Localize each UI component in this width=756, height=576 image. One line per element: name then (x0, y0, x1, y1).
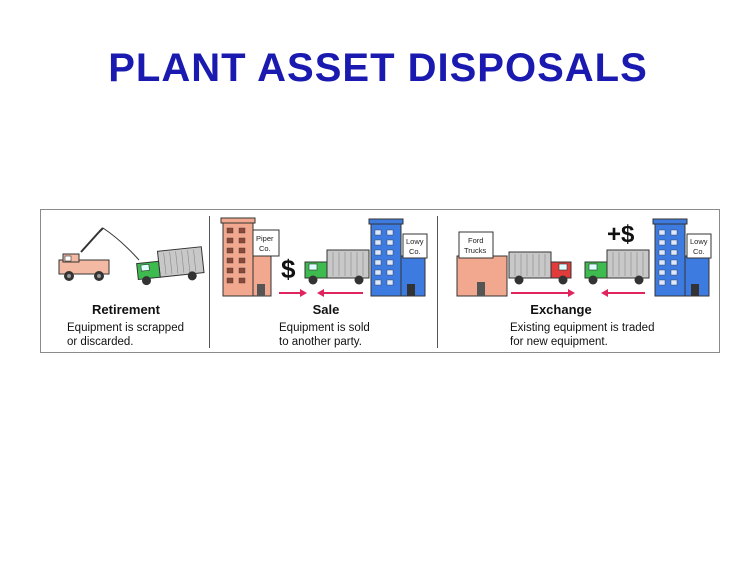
tow-truck-icon (59, 228, 139, 281)
exchange-heading: Exchange (481, 302, 641, 317)
sign-ford-line2: Trucks (464, 246, 486, 255)
sign-lowy-line1: Lowy (406, 237, 424, 246)
exchange-desc-line2: for new equipment. (510, 335, 654, 349)
building-lowy-co-icon: Lowy Co. (369, 219, 427, 296)
sign-lowy2-line1: Lowy (690, 237, 708, 246)
disposal-illustration: Piper Co. $ (41, 210, 721, 300)
sign-piper-line2: Co. (259, 244, 271, 253)
building-ford-trucks-icon: Ford Trucks (457, 232, 507, 296)
sold-truck-icon (305, 250, 369, 285)
retirement-desc-line1: Equipment is scrapped (67, 321, 184, 335)
exchange-description: Existing equipment is traded for new equ… (510, 321, 654, 349)
exchange-arrow-right-icon (511, 289, 575, 297)
sale-heading: Sale (251, 302, 401, 317)
sign-piper-line1: Piper (256, 234, 274, 243)
exchange-arrow-left-icon (601, 289, 645, 297)
sale-arrow-right-icon (279, 289, 307, 297)
sale-arrow-left-icon (317, 289, 363, 297)
plus-dollar-icon: +$ (607, 221, 635, 248)
retirement-description: Equipment is scrapped or discarded. (67, 321, 184, 349)
dollar-sign-icon: $ (281, 254, 296, 284)
traded-truck-icon (585, 250, 649, 285)
exchange-desc-line1: Existing equipment is traded (510, 321, 654, 335)
building-lowy-co-exchange-icon: Lowy Co. (653, 219, 711, 296)
new-truck-icon (509, 252, 571, 285)
retirement-heading: Retirement (61, 302, 191, 317)
sign-lowy2-line2: Co. (693, 247, 705, 256)
scrapped-truck-icon (136, 247, 205, 286)
retirement-desc-line2: or discarded. (67, 335, 184, 349)
sale-desc-line2: to another party. (279, 335, 370, 349)
sign-lowy-line2: Co. (409, 247, 421, 256)
sale-description: Equipment is sold to another party. (279, 321, 370, 349)
disposal-illustration-panel: Piper Co. $ (40, 209, 720, 353)
page-title: PLANT ASSET DISPOSALS (0, 46, 756, 91)
building-piper-co-icon: Piper Co. (221, 218, 279, 296)
sale-desc-line1: Equipment is sold (279, 321, 370, 335)
sign-ford-line1: Ford (468, 236, 483, 245)
